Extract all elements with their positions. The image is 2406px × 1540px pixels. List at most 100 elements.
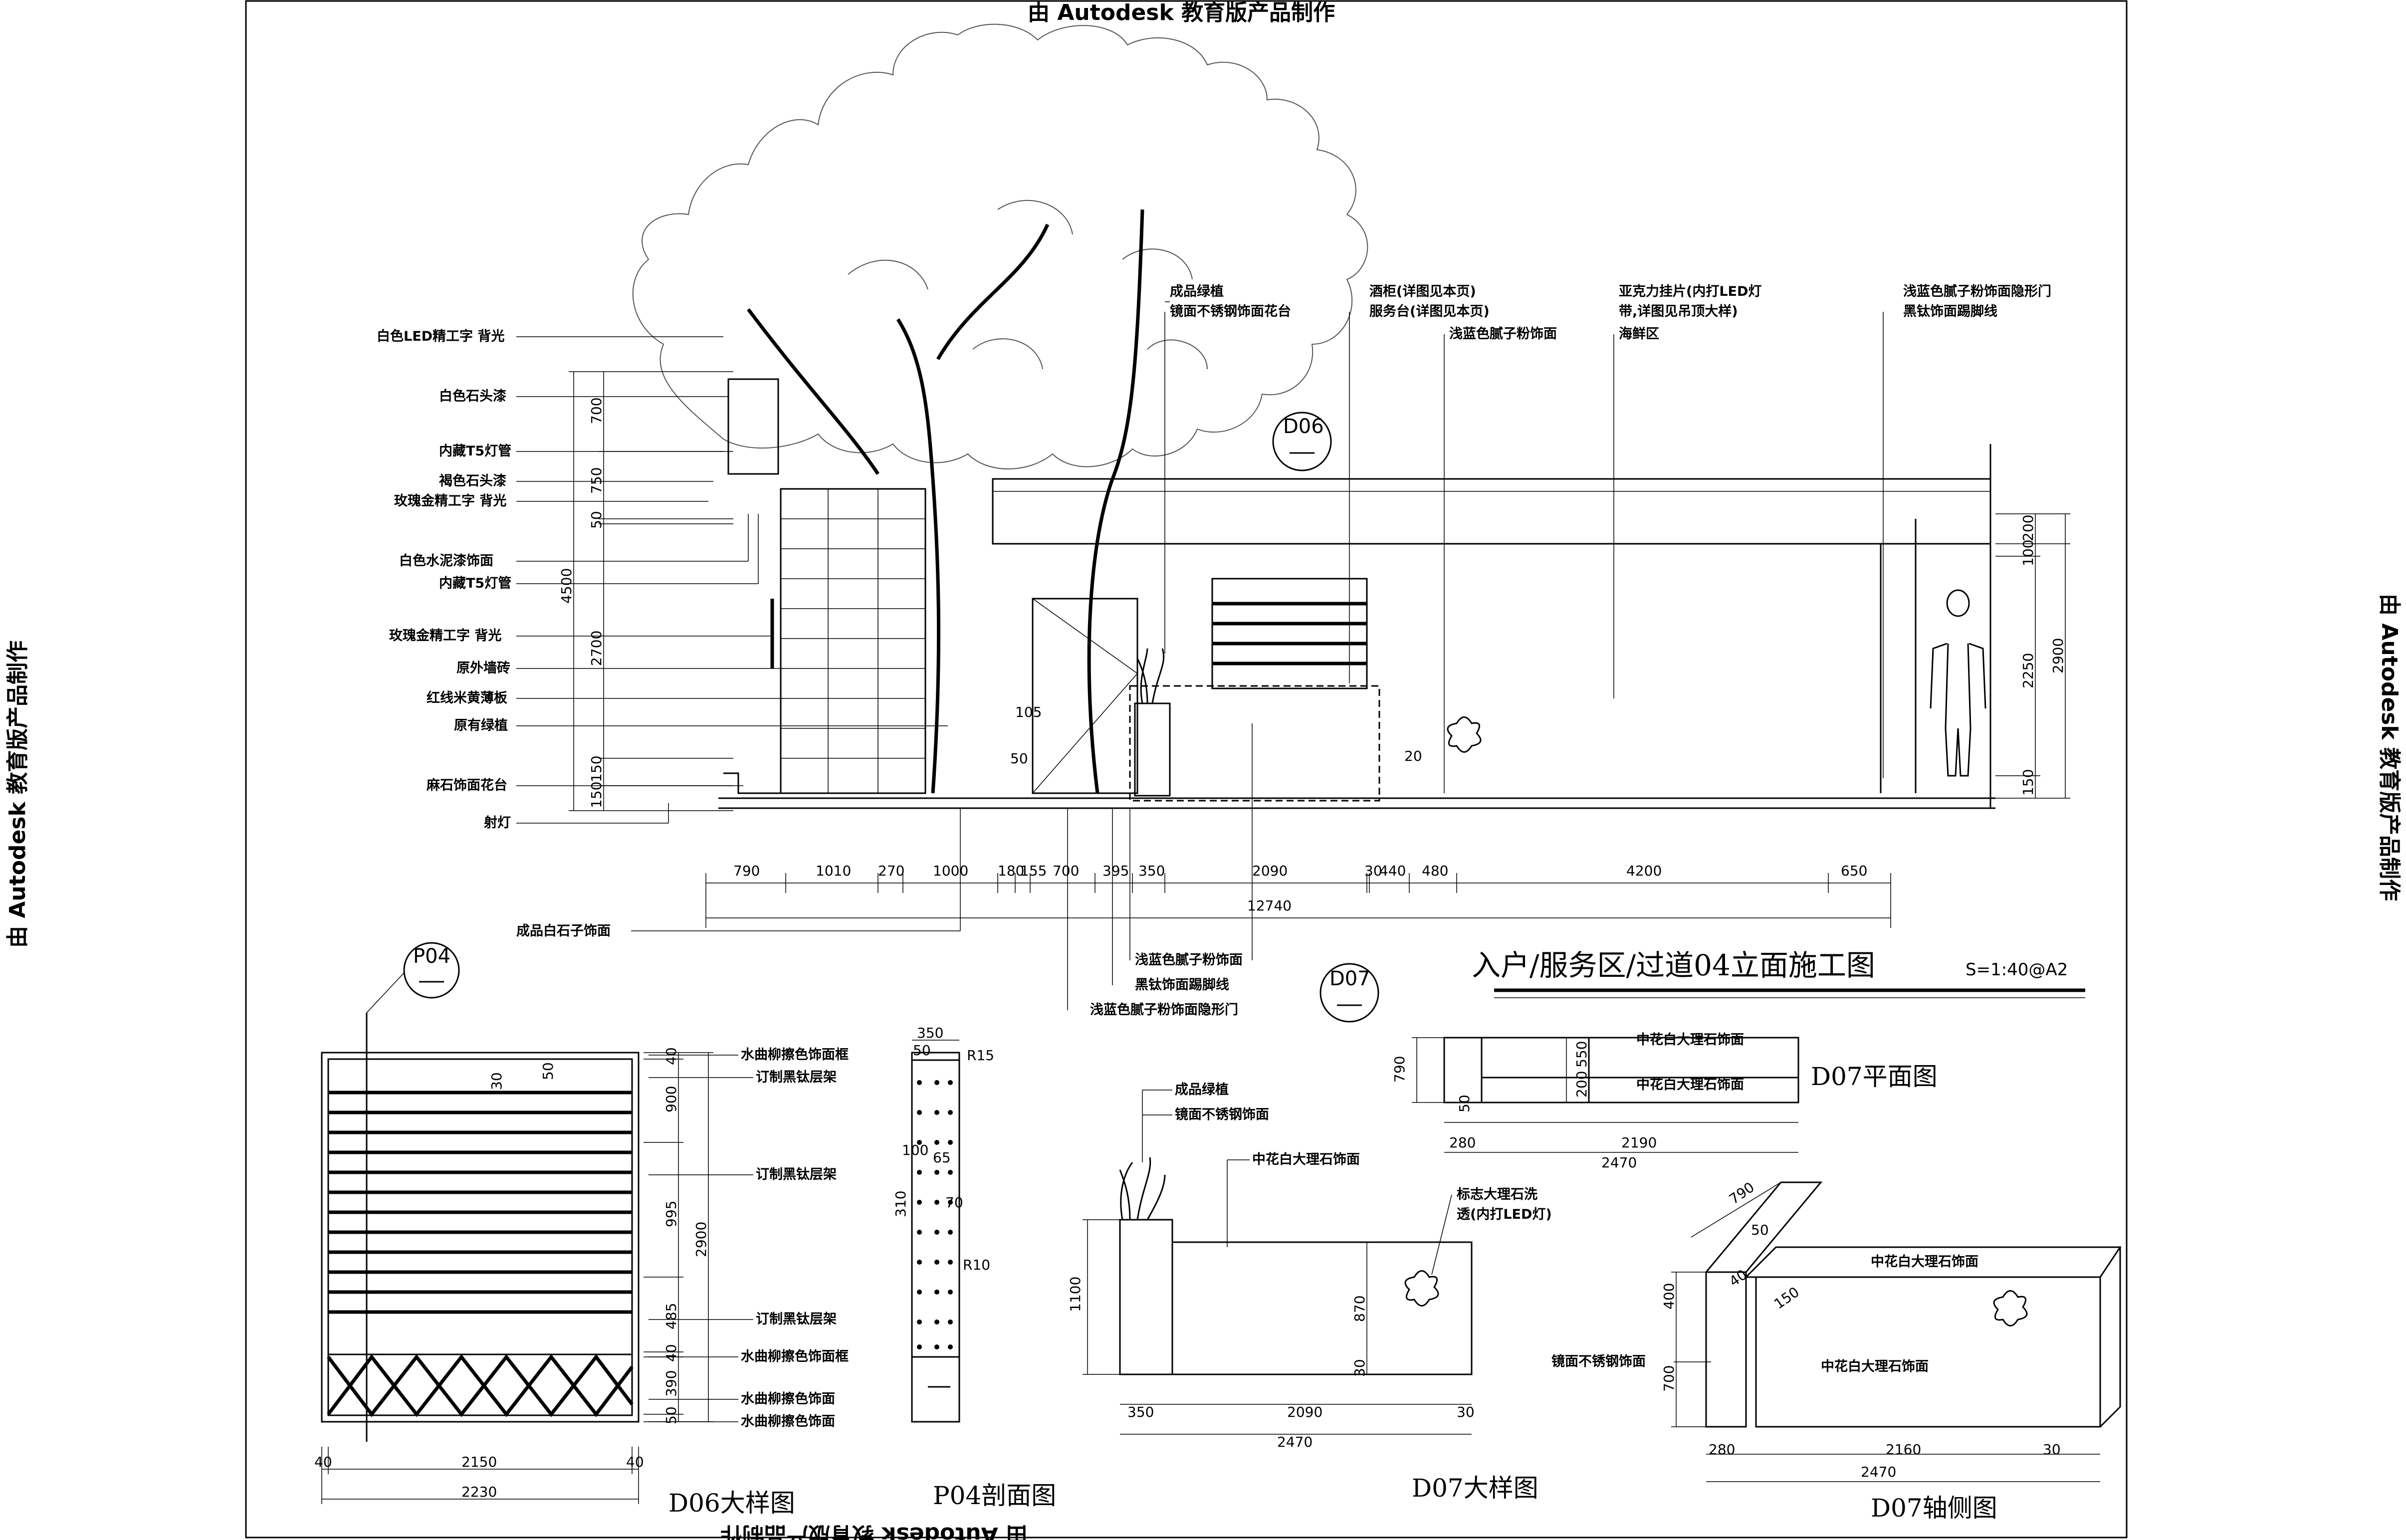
p04-holes — [917, 1080, 953, 1349]
elevation-top-labels: 成品绿植 镜面不锈钢饰面花台 酒柜(详图见本页) 服务台(详图见本页) 浅蓝色腻… — [1164, 283, 2051, 793]
counter-plant — [1136, 648, 1165, 704]
svg-text:485: 485 — [663, 1303, 679, 1329]
svg-text:995: 995 — [663, 1201, 679, 1227]
svg-text:790: 790 — [1391, 1056, 1408, 1083]
svg-text:2470: 2470 — [1861, 1464, 1896, 1480]
svg-text:150: 150 — [1771, 1284, 1802, 1313]
label-white-cement: 白色水泥漆饰面 — [399, 553, 493, 569]
svg-text:50: 50 — [663, 1406, 679, 1424]
dim-b-650: 650 — [1841, 863, 1867, 879]
dim-2700: 2700 — [588, 631, 605, 666]
facade-brick-wall — [780, 488, 926, 794]
label-white-stone-paint: 白色石头漆 — [439, 388, 506, 404]
dim-total-12740: 12740 — [1247, 897, 1292, 914]
label-hidden-door-top: 浅蓝色腻子粉饰面隐形门 — [1903, 283, 2051, 299]
svg-text:50: 50 — [913, 1042, 931, 1059]
svg-text:50: 50 — [1456, 1095, 1473, 1112]
d06-title: D06大样图 — [668, 1489, 795, 1518]
d06-frame[interactable] — [321, 1052, 640, 1423]
label-rose-gold-letters-2: 玫瑰金精工字 背光 — [389, 628, 501, 644]
svg-text:订制黑钛层架: 订制黑钛层架 — [756, 1070, 837, 1085]
svg-text:水曲柳擦色饰面框: 水曲柳擦色饰面框 — [741, 1047, 849, 1063]
sheet-border — [245, 0, 2128, 1539]
d07-axon-title: D07轴侧图 — [1871, 1494, 1997, 1523]
label-brown-stone-paint: 褐色石头漆 — [439, 473, 506, 489]
d07-plan-label-1: 中花白大理石饰面 — [1636, 1032, 1744, 1048]
elevation-left-dims: 4500 700 750 50 2700 150 150 — [558, 371, 733, 811]
wine-cabinet[interactable] — [1211, 578, 1368, 689]
label-t5-lamp-2: 内藏T5灯管 — [439, 576, 511, 591]
tree-canopy — [632, 23, 1368, 469]
svg-text:390: 390 — [663, 1370, 679, 1397]
dim-750: 750 — [588, 467, 605, 494]
brick-courses — [781, 489, 925, 793]
dim-20: 20 — [1404, 748, 1422, 764]
svg-text:790: 790 — [1726, 1179, 1757, 1208]
dim-150-right: 150 — [2020, 769, 2036, 796]
svg-text:P04: P04 — [413, 945, 450, 968]
label-seafood: 海鲜区 — [1619, 326, 1659, 342]
d06-right-dims: 40 900 995 485 40 390 50 2900 — [644, 1047, 713, 1424]
svg-text:D06: D06 — [1283, 415, 1324, 438]
label-existing-plants: 原有绿植 — [454, 717, 508, 733]
svg-text:1100: 1100 — [1067, 1277, 1084, 1312]
label-acrylic-2: 带,详图见吊顶大样) — [1619, 303, 1738, 319]
service-counter[interactable] — [1129, 685, 1380, 802]
facade-stone-upper — [727, 378, 779, 475]
elevation-scale: S=1:40@A2 — [1966, 960, 2068, 980]
p04-title: P04剖面图 — [933, 1481, 1056, 1510]
d06-labels: 水曲柳擦色饰面框 订制黑钛层架 订制黑钛层架 订制黑钛层架 水曲柳擦色饰面框 水… — [649, 1047, 849, 1429]
p04-section — [911, 1040, 960, 1423]
dim-50: 50 — [588, 511, 605, 529]
tag-d06[interactable]: D06 — [1272, 412, 1332, 471]
door-swing — [1032, 598, 1138, 794]
ceiling-slab — [992, 478, 1991, 545]
svg-text:2160: 2160 — [1886, 1441, 1921, 1458]
dim-b-1010: 1010 — [816, 863, 851, 879]
elevation-right-dims: 200 100 2250 2900 150 — [1995, 513, 2070, 799]
elevation-left-labels: 白色LED精工字 背光 白色石头漆 内藏T5灯管 褐色石头漆 玫瑰金精工字 背光… — [377, 328, 948, 831]
elevation-bottom-labels: 成品白石子饰面 浅蓝色腻子粉饰面 黑钛饰面踢脚线 浅蓝色腻子粉饰面隐形门 — [516, 723, 1253, 1018]
svg-text:870: 870 — [1351, 1296, 1368, 1322]
label-beige-panel: 红线米黄薄板 — [427, 690, 507, 706]
dim-b-790: 790 — [733, 863, 760, 879]
svg-text:订制黑钛层架: 订制黑钛层架 — [756, 1312, 837, 1327]
label-t5-lamp-1: 内藏T5灯管 — [439, 443, 511, 459]
tree-trunk[interactable] — [896, 318, 941, 794]
svg-text:水曲柳擦色饰面: 水曲柳擦色饰面 — [741, 1391, 835, 1407]
d06-shelves — [328, 1091, 632, 1314]
d07-axon-label-front: 中花白大理石饰面 — [1821, 1358, 1929, 1374]
label-steel-planter: 镜面不锈钢饰面花台 — [1170, 303, 1291, 319]
dim-200: 200 — [2020, 515, 2036, 541]
elevation-bottom-dims: 790 1010 270 1000 180 155 700 395 350 20… — [705, 863, 1891, 928]
dim-2900: 2900 — [2050, 638, 2066, 673]
label-skirting-bottom: 黑钛饰面踢脚线 — [1135, 977, 1229, 993]
svg-text:R10: R10 — [963, 1257, 990, 1273]
hidden-door[interactable] — [1032, 598, 1138, 794]
label-service-counter: 服务台(详图见本页) — [1369, 303, 1490, 319]
d06-bottom-dims: 40 2150 40 2230 — [314, 1447, 644, 1504]
d07-axon-label-top: 中花白大理石饰面 — [1871, 1254, 1978, 1270]
dim-b-440: 440 — [1379, 863, 1406, 879]
tag-d07[interactable]: D07 — [1319, 963, 1379, 1023]
watermark-top: 由 Autodesk 教育版产品制作 — [1028, 0, 1335, 25]
label-hidden-door-bottom: 浅蓝色腻子粉饰面隐形门 — [1090, 1002, 1238, 1018]
tag-p04[interactable]: P04 — [366, 942, 460, 1013]
svg-text:2150: 2150 — [461, 1454, 497, 1470]
dim-150-b: 150 — [588, 782, 605, 808]
d06-dim-30: 30 — [488, 1072, 505, 1090]
label-rose-gold-letters-1: 玫瑰金精工字 背光 — [394, 493, 506, 509]
planter-step — [723, 772, 788, 794]
label-acrylic-1: 亚克力挂片(内打LED灯 — [1619, 283, 1761, 299]
svg-text:D07: D07 — [1329, 967, 1370, 990]
dim-2250: 2250 — [2020, 653, 2036, 688]
svg-text:70: 70 — [945, 1194, 963, 1211]
dim-4500: 4500 — [558, 568, 575, 604]
d07-plan — [1412, 1037, 1799, 1103]
watermark-right: 由 Autodesk 教育版产品制作 — [2377, 594, 2402, 901]
label-granite-planter: 麻石饰面花台 — [427, 777, 507, 793]
d07-detail-label-marble: 中花白大理石饰面 — [1252, 1151, 1360, 1167]
svg-text:水曲柳擦色饰面框: 水曲柳擦色饰面框 — [741, 1348, 849, 1364]
dim-100: 100 — [2020, 540, 2036, 566]
label-led-letters: 白色LED精工字 背光 — [377, 328, 504, 344]
